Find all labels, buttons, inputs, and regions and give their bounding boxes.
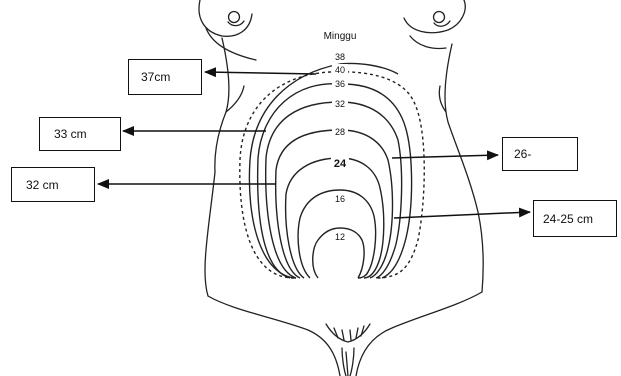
- callout-37cm: 37cm: [128, 59, 202, 95]
- right-nipple: [434, 12, 445, 23]
- callout-33cm: 33 cm: [39, 117, 121, 151]
- week-label-32: 32: [335, 99, 345, 109]
- callout-32cm-text: 32 cm: [26, 178, 59, 192]
- week-labels: Minggu 38 40 36 32 28 24 16 12: [320, 29, 360, 242]
- contour-38: [249, 63, 398, 278]
- callout-26-text: 26-: [514, 147, 531, 161]
- header-minggu: Minggu: [324, 31, 357, 42]
- week-label-24: 24: [334, 158, 347, 170]
- week-label-38: 38: [335, 52, 345, 62]
- week-label-28: 28: [335, 127, 345, 137]
- callout-37cm-text: 37cm: [141, 70, 170, 84]
- arrow-26: [392, 155, 498, 158]
- arrow-24: [394, 212, 530, 218]
- callout-26: 26-: [502, 137, 578, 171]
- week-label-16: 16: [335, 194, 345, 204]
- week-label-40: 40: [335, 65, 345, 75]
- callout-32cm: 32 cm: [11, 167, 95, 202]
- left-nipple: [229, 12, 240, 23]
- callout-24-25cm-text: 24-25 cm: [543, 212, 593, 226]
- week-label-12: 12: [335, 232, 345, 242]
- arrow-37: [205, 72, 316, 74]
- callout-33cm-text: 33 cm: [54, 127, 87, 141]
- week-label-36: 36: [335, 79, 345, 89]
- callout-24-25cm: 24-25 cm: [533, 200, 617, 237]
